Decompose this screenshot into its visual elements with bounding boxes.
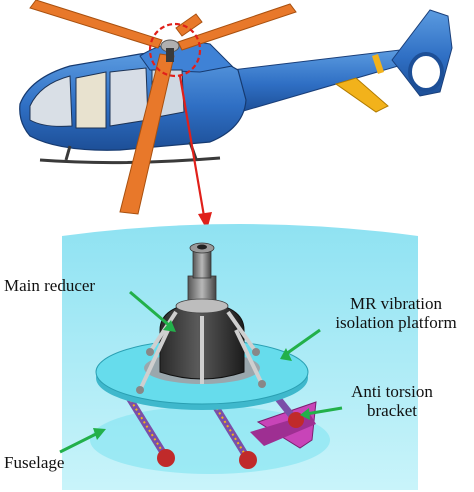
stabilizer-tip xyxy=(372,54,384,74)
skid-strut-1 xyxy=(64,145,72,161)
arrow-fuselage xyxy=(59,430,101,454)
rotor-blade-left xyxy=(29,0,163,49)
callout-arrowhead xyxy=(198,212,212,230)
label-mr-line1: MR vibration xyxy=(349,294,443,313)
mr-damper-right xyxy=(211,402,257,469)
label-anti-line1: Anti torsion xyxy=(351,382,433,401)
rotor-blade-back xyxy=(175,13,203,37)
rotor-blade-right xyxy=(177,3,297,51)
label-anti-line2: bracket xyxy=(366,401,418,420)
strut-fittings xyxy=(136,348,266,394)
helicopter xyxy=(19,0,453,230)
arrowhead-fuselage xyxy=(93,428,106,440)
arrowhead-anti-torsion xyxy=(300,408,310,420)
cockpit-window xyxy=(29,75,73,127)
callout-circle xyxy=(148,22,202,78)
reducer-collar xyxy=(175,298,229,314)
arrow-main-reducer xyxy=(129,290,171,328)
label-main-reducer: Main reducer xyxy=(4,276,96,295)
label-mr-line2: isolation platform xyxy=(335,313,457,332)
horizontal-stabilizer xyxy=(334,77,389,113)
arrowhead-mr-platform xyxy=(280,348,292,361)
shaft-bore xyxy=(197,244,207,250)
support-struts xyxy=(138,310,264,391)
label-fuselage: Fuselage xyxy=(4,453,65,472)
front-window xyxy=(75,71,107,129)
mr-damper-left xyxy=(125,394,175,467)
arrow-anti-torsion xyxy=(305,406,343,416)
label-anti-torsion-bracket: Anti torsion bracket xyxy=(332,382,452,420)
label-mr-vibration-platform: MR vibration isolation platform xyxy=(320,294,472,332)
cabin-window xyxy=(109,67,149,127)
rotor-mast xyxy=(166,48,174,62)
tail-fenestron xyxy=(408,52,444,92)
label-arrows xyxy=(59,290,343,454)
arrowhead-main-reducer xyxy=(163,320,176,332)
arrow-mr-platform xyxy=(285,328,321,356)
landing-skid xyxy=(39,156,221,165)
isolation-system xyxy=(59,224,418,490)
callout-arrow xyxy=(178,75,207,223)
